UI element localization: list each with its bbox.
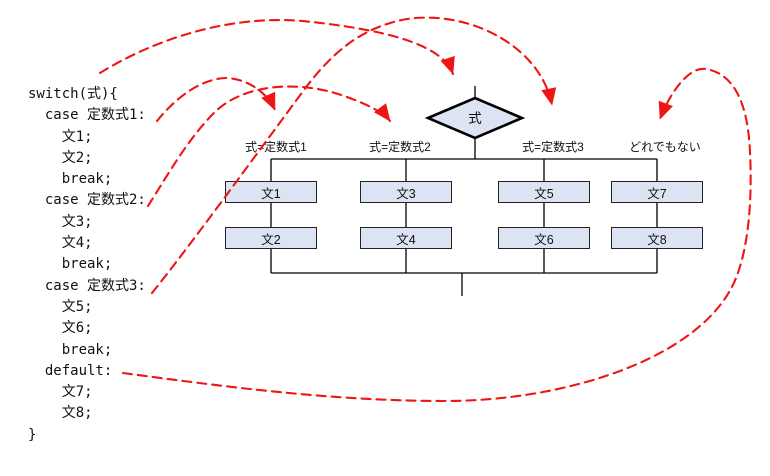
flow-box-bun2: 文2 (225, 227, 317, 249)
code-line-break3: break; (28, 341, 113, 358)
branch-label-case3: 式=定数式3 (522, 140, 584, 154)
diamond-label: 式 (468, 111, 482, 126)
code-line-stmt2: 文2; (28, 149, 93, 166)
flow-box-bun3: 文3 (360, 181, 452, 203)
code-line-break1: break; (28, 171, 113, 188)
code-line-stmt4: 文4; (28, 235, 93, 252)
code-line-stmt5: 文5; (28, 298, 93, 315)
code-line-break2: break; (28, 256, 113, 273)
code-line-default: default: (28, 362, 113, 379)
flow-box-bun1: 文1 (225, 181, 317, 203)
code-line-switch: switch(式){ (28, 86, 118, 102)
flow-box-bun4: 文4 (360, 227, 452, 249)
code-line-stmt7: 文7; (28, 384, 93, 401)
branch-label-default: どれでもない (629, 140, 701, 154)
code-line-closebrace: } (28, 426, 37, 443)
flow-box-bun5: 文5 (498, 181, 590, 203)
flow-box-bun8: 文8 (611, 227, 703, 249)
code-line-stmt3: 文3; (28, 213, 93, 230)
flow-box-bun7: 文7 (611, 181, 703, 203)
branch-label-case2: 式=定数式2 (369, 140, 431, 154)
code-line-stmt1: 文1; (28, 128, 93, 145)
branch-label-case1: 式=定数式1 (245, 140, 307, 154)
code-line-stmt6: 文6; (28, 320, 93, 337)
flow-box-bun6: 文6 (498, 227, 590, 249)
code-line-stmt8: 文8; (28, 405, 93, 422)
